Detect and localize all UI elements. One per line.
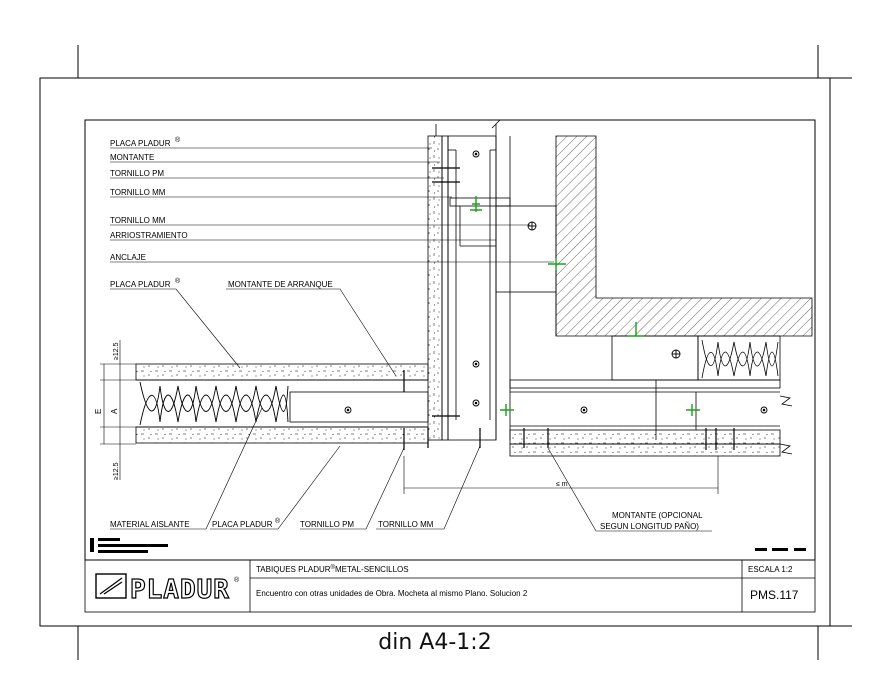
pladur-logo: PLADUR ® <box>95 573 240 606</box>
label-tornillo-pm-1: TORNILLO PM <box>110 169 164 178</box>
logo-wordmark: PLADUR <box>130 575 230 605</box>
label-tornillo-mm-3: TORNILLO MM <box>378 520 434 529</box>
right-partition <box>509 335 793 457</box>
concrete-wall <box>555 135 813 337</box>
sheet-frame <box>39 45 852 660</box>
label-tornillo-mm-2: TORNILLO MM <box>110 216 166 225</box>
title-block <box>84 559 816 613</box>
stud-fasteners <box>472 150 537 407</box>
label-montante: MONTANTE <box>110 153 154 162</box>
leader-lines <box>110 147 712 532</box>
left-partition <box>135 363 429 444</box>
label-placa-pladur-2: PLACA PLADUR <box>110 280 171 289</box>
label-material-aislante: MATERIAL AISLANTE <box>110 520 190 529</box>
annotation-labels: PLACA PLADUR ® MONTANTE TORNILLO PM TORN… <box>110 136 703 531</box>
dim-e: E <box>94 409 103 414</box>
dim-bottom-thickness: ≥12.5 <box>113 462 120 480</box>
label-registered-1: ® <box>175 136 181 144</box>
title-code: PMS.117 <box>750 588 799 602</box>
drawing-border <box>84 119 816 561</box>
title-scale: ESCALA 1:2 <box>748 565 793 574</box>
dim-spacing: ≤ m <box>556 481 568 488</box>
label-placa-pladur-1: PLACA PLADUR <box>110 139 171 148</box>
title-series: TABIQUES PLADUR®METAL-SENCILLOS <box>256 564 409 574</box>
label-registered-2: ® <box>175 277 181 285</box>
vertical-partition <box>427 119 557 441</box>
dimension-texts: ≥12.5 E A ≥12.5 ≤ m <box>94 342 568 488</box>
label-montante-opcional-1: MONTANTE (OPCIONAL <box>612 511 703 520</box>
label-montante-opcional-2: SEGUN LONGITUD PAÑO) <box>600 522 699 531</box>
left-partition-fasteners <box>344 406 352 414</box>
dimension-lines <box>100 340 719 494</box>
dim-top-thickness: ≥12.5 <box>113 342 120 360</box>
label-montante-arranque: MONTANTE DE ARRANQUE <box>228 280 333 289</box>
anchors <box>470 196 700 416</box>
label-arriostramiento: ARRIOSTRAMIENTO <box>110 231 188 240</box>
label-placa-pladur-3: PLACA PLADUR <box>212 520 273 529</box>
dim-a: A <box>110 408 119 414</box>
label-anclaje: ANCLAJE <box>110 253 146 262</box>
logo-mark: ® <box>234 576 240 584</box>
screws <box>403 167 735 450</box>
sheet-caption: din A4-1:2 <box>378 630 492 655</box>
right-partition-fasteners <box>580 349 768 414</box>
label-tornillo-mm-1: TORNILLO MM <box>110 188 166 197</box>
label-registered-3: ® <box>275 517 281 525</box>
title-description: Encuentro con otras unidades de Obra. Mo… <box>256 589 528 598</box>
label-tornillo-pm-2: TORNILLO PM <box>300 520 354 529</box>
scale-bar-marks <box>90 538 806 553</box>
